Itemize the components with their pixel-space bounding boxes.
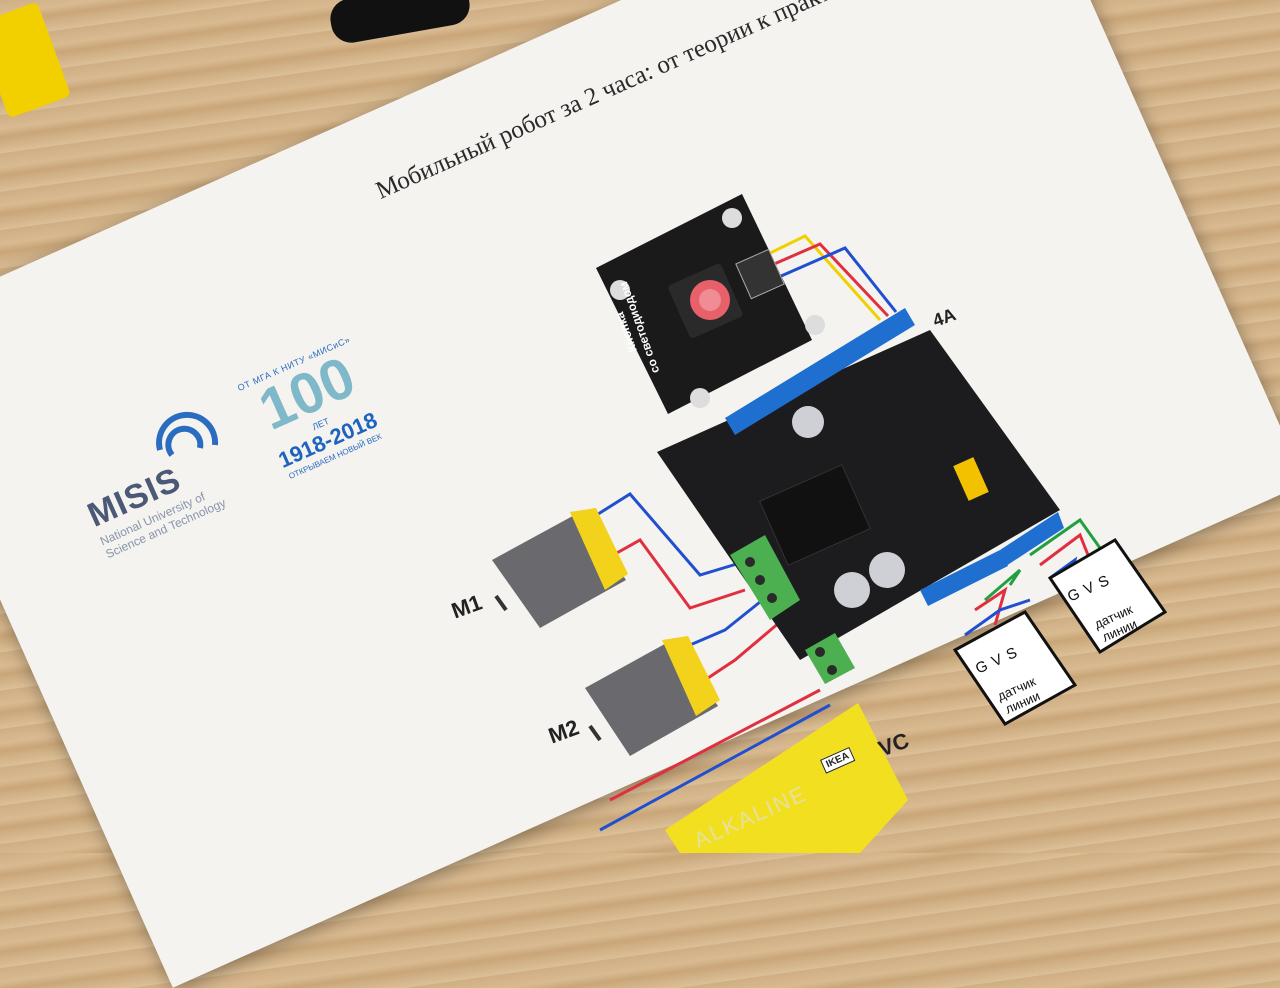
wire-m1-blue [594,492,741,577]
wire-blue [771,246,898,313]
sensor-box-1 [952,610,1078,726]
wire-s2-green [1029,517,1102,557]
wire-s1-blue [964,598,1031,637]
button-module [596,194,825,414]
misis-logo-icon [156,411,219,457]
sensor-box-2 [1047,538,1168,655]
wire-yellow [759,234,882,321]
wire-m1-red [614,538,746,610]
wire-batt-blue [599,703,831,832]
wire-s2-red [1039,532,1092,567]
wire-m2-red [704,620,781,682]
motor-m2 [585,636,720,756]
wire-m2-blue [689,600,761,647]
wire-red [764,242,890,318]
wire-batt-red [609,688,821,802]
wire-s1-green [984,568,1022,602]
wiring-diagram [156,194,1168,853]
battery [665,703,908,853]
wire-s1-red [974,586,1008,626]
motor-shield-board [657,308,1064,684]
motor-m1 [492,508,628,628]
